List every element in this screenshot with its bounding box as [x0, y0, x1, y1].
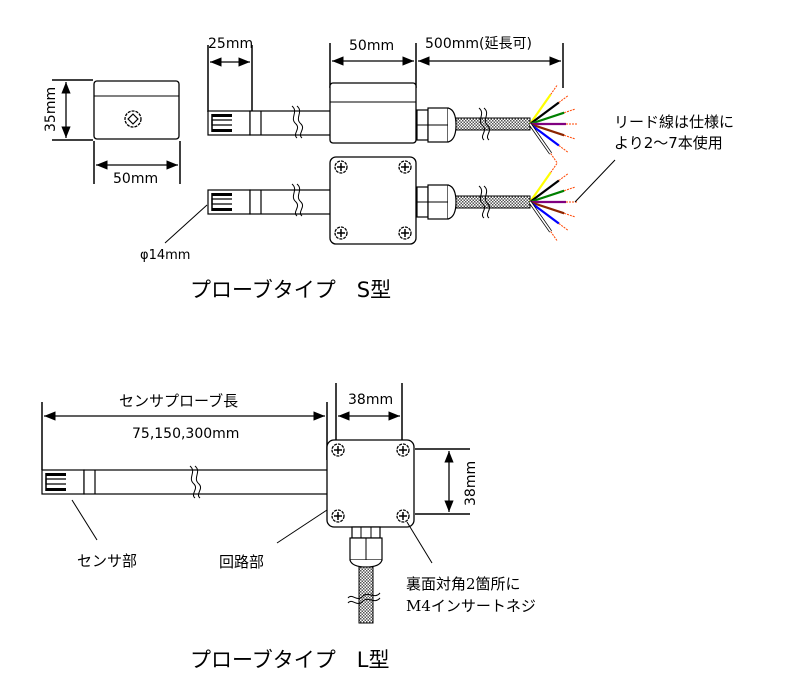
- lead-wire-tip: [558, 223, 569, 232]
- lead-wire-tip: [564, 108, 576, 114]
- screw-icon: [334, 226, 348, 240]
- screw-icon: [334, 160, 348, 174]
- probe-length-values: 75,150,300mm: [132, 426, 239, 442]
- lead-note-line1: リード線は仕様に: [614, 113, 734, 131]
- s-box-side: [329, 82, 417, 144]
- screw-note-line1: 裏面対角2箇所に: [406, 575, 521, 593]
- l-sensor-head: [41, 469, 85, 495]
- l-type-title: プローブタイプ L型: [190, 648, 389, 672]
- lead-wires-bottom: [528, 162, 578, 242]
- screw-icon: [396, 443, 410, 457]
- l-cable-gland: [351, 526, 381, 539]
- lead-wire: [529, 189, 565, 204]
- s-cable-top: [455, 117, 531, 131]
- lead-wire-tip: [564, 186, 576, 192]
- lead-wire: [529, 201, 552, 232]
- lead-note-leader-line: [574, 159, 616, 203]
- screw-note-line2: M4インサートネジ: [406, 597, 536, 615]
- lead-wire-tip: [558, 145, 569, 154]
- front-width-label: 50mm: [113, 171, 158, 187]
- lead-wire: [529, 171, 552, 203]
- l-probe-tube: [83, 469, 330, 495]
- diameter-leader-line: [164, 204, 208, 244]
- probe-length-label: センサプローブ長: [119, 392, 238, 410]
- front-height-label: 35mm: [43, 87, 59, 132]
- screw-note-leader-line: [406, 521, 433, 564]
- box-length-label: 50mm: [349, 38, 394, 54]
- lead-note-line2: より2～7本使用: [614, 134, 723, 152]
- screw-icon: [331, 509, 345, 523]
- lead-wire: [529, 122, 565, 137]
- s-type-title: プローブタイプ S型: [190, 278, 391, 302]
- front-sensor-port-icon: [124, 110, 142, 128]
- lead-wire-tip: [550, 231, 558, 242]
- screw-icon: [331, 443, 345, 457]
- s-type-top-view: φ14mm リード線は仕様に より2～7本使用 プローブタイプ S型: [140, 113, 734, 302]
- s-junction-box: [329, 156, 417, 245]
- lead-wire-tip: [550, 162, 558, 173]
- s-sensor-head-bottom: [207, 189, 251, 215]
- lead-wires-top: [528, 84, 578, 164]
- box-width-label: 38mm: [348, 392, 393, 408]
- lead-wire: [529, 179, 560, 203]
- screw-icon: [398, 160, 412, 174]
- lead-wire: [529, 101, 560, 125]
- s-type-front-view: 35mm 50mm: [43, 79, 181, 187]
- box-height-label: 38mm: [463, 461, 479, 506]
- lead-wire: [529, 200, 565, 215]
- sensor-length-label: 25mm: [208, 36, 253, 52]
- lead-wire-tip: [564, 134, 576, 140]
- lead-wire-tip: [558, 172, 569, 181]
- lead-wire: [529, 93, 552, 125]
- lead-wire: [529, 123, 560, 147]
- screw-icon: [398, 226, 412, 240]
- circuit-part-label: 回路部: [219, 553, 264, 571]
- s-sensor-head-top: [207, 110, 251, 136]
- sensor-part-leader-line: [71, 499, 98, 541]
- lead-wire: [529, 111, 565, 126]
- lead-wire-tip: [550, 84, 558, 95]
- s-type-side-view: 25mm 50mm 500mm(延長可): [207, 36, 578, 164]
- lead-wire-tip: [550, 153, 558, 164]
- lead-wire-tip: [558, 94, 569, 103]
- circuit-part-leader-line: [276, 509, 328, 544]
- cable-length-label: 500mm(延長可): [425, 36, 532, 52]
- s-probe-tube-top: [249, 110, 332, 136]
- diameter-label: φ14mm: [140, 248, 190, 263]
- lead-wire: [529, 201, 560, 225]
- lead-wire: [529, 123, 552, 154]
- s-cable-bottom: [455, 195, 531, 209]
- l-type-view: センサプローブ長 75,150,300mm 38mm 38mm: [41, 383, 536, 672]
- front-housing: [93, 80, 180, 140]
- lead-wire-tip: [564, 212, 576, 218]
- screw-icon: [396, 509, 410, 523]
- sensor-part-label: センサ部: [77, 552, 137, 570]
